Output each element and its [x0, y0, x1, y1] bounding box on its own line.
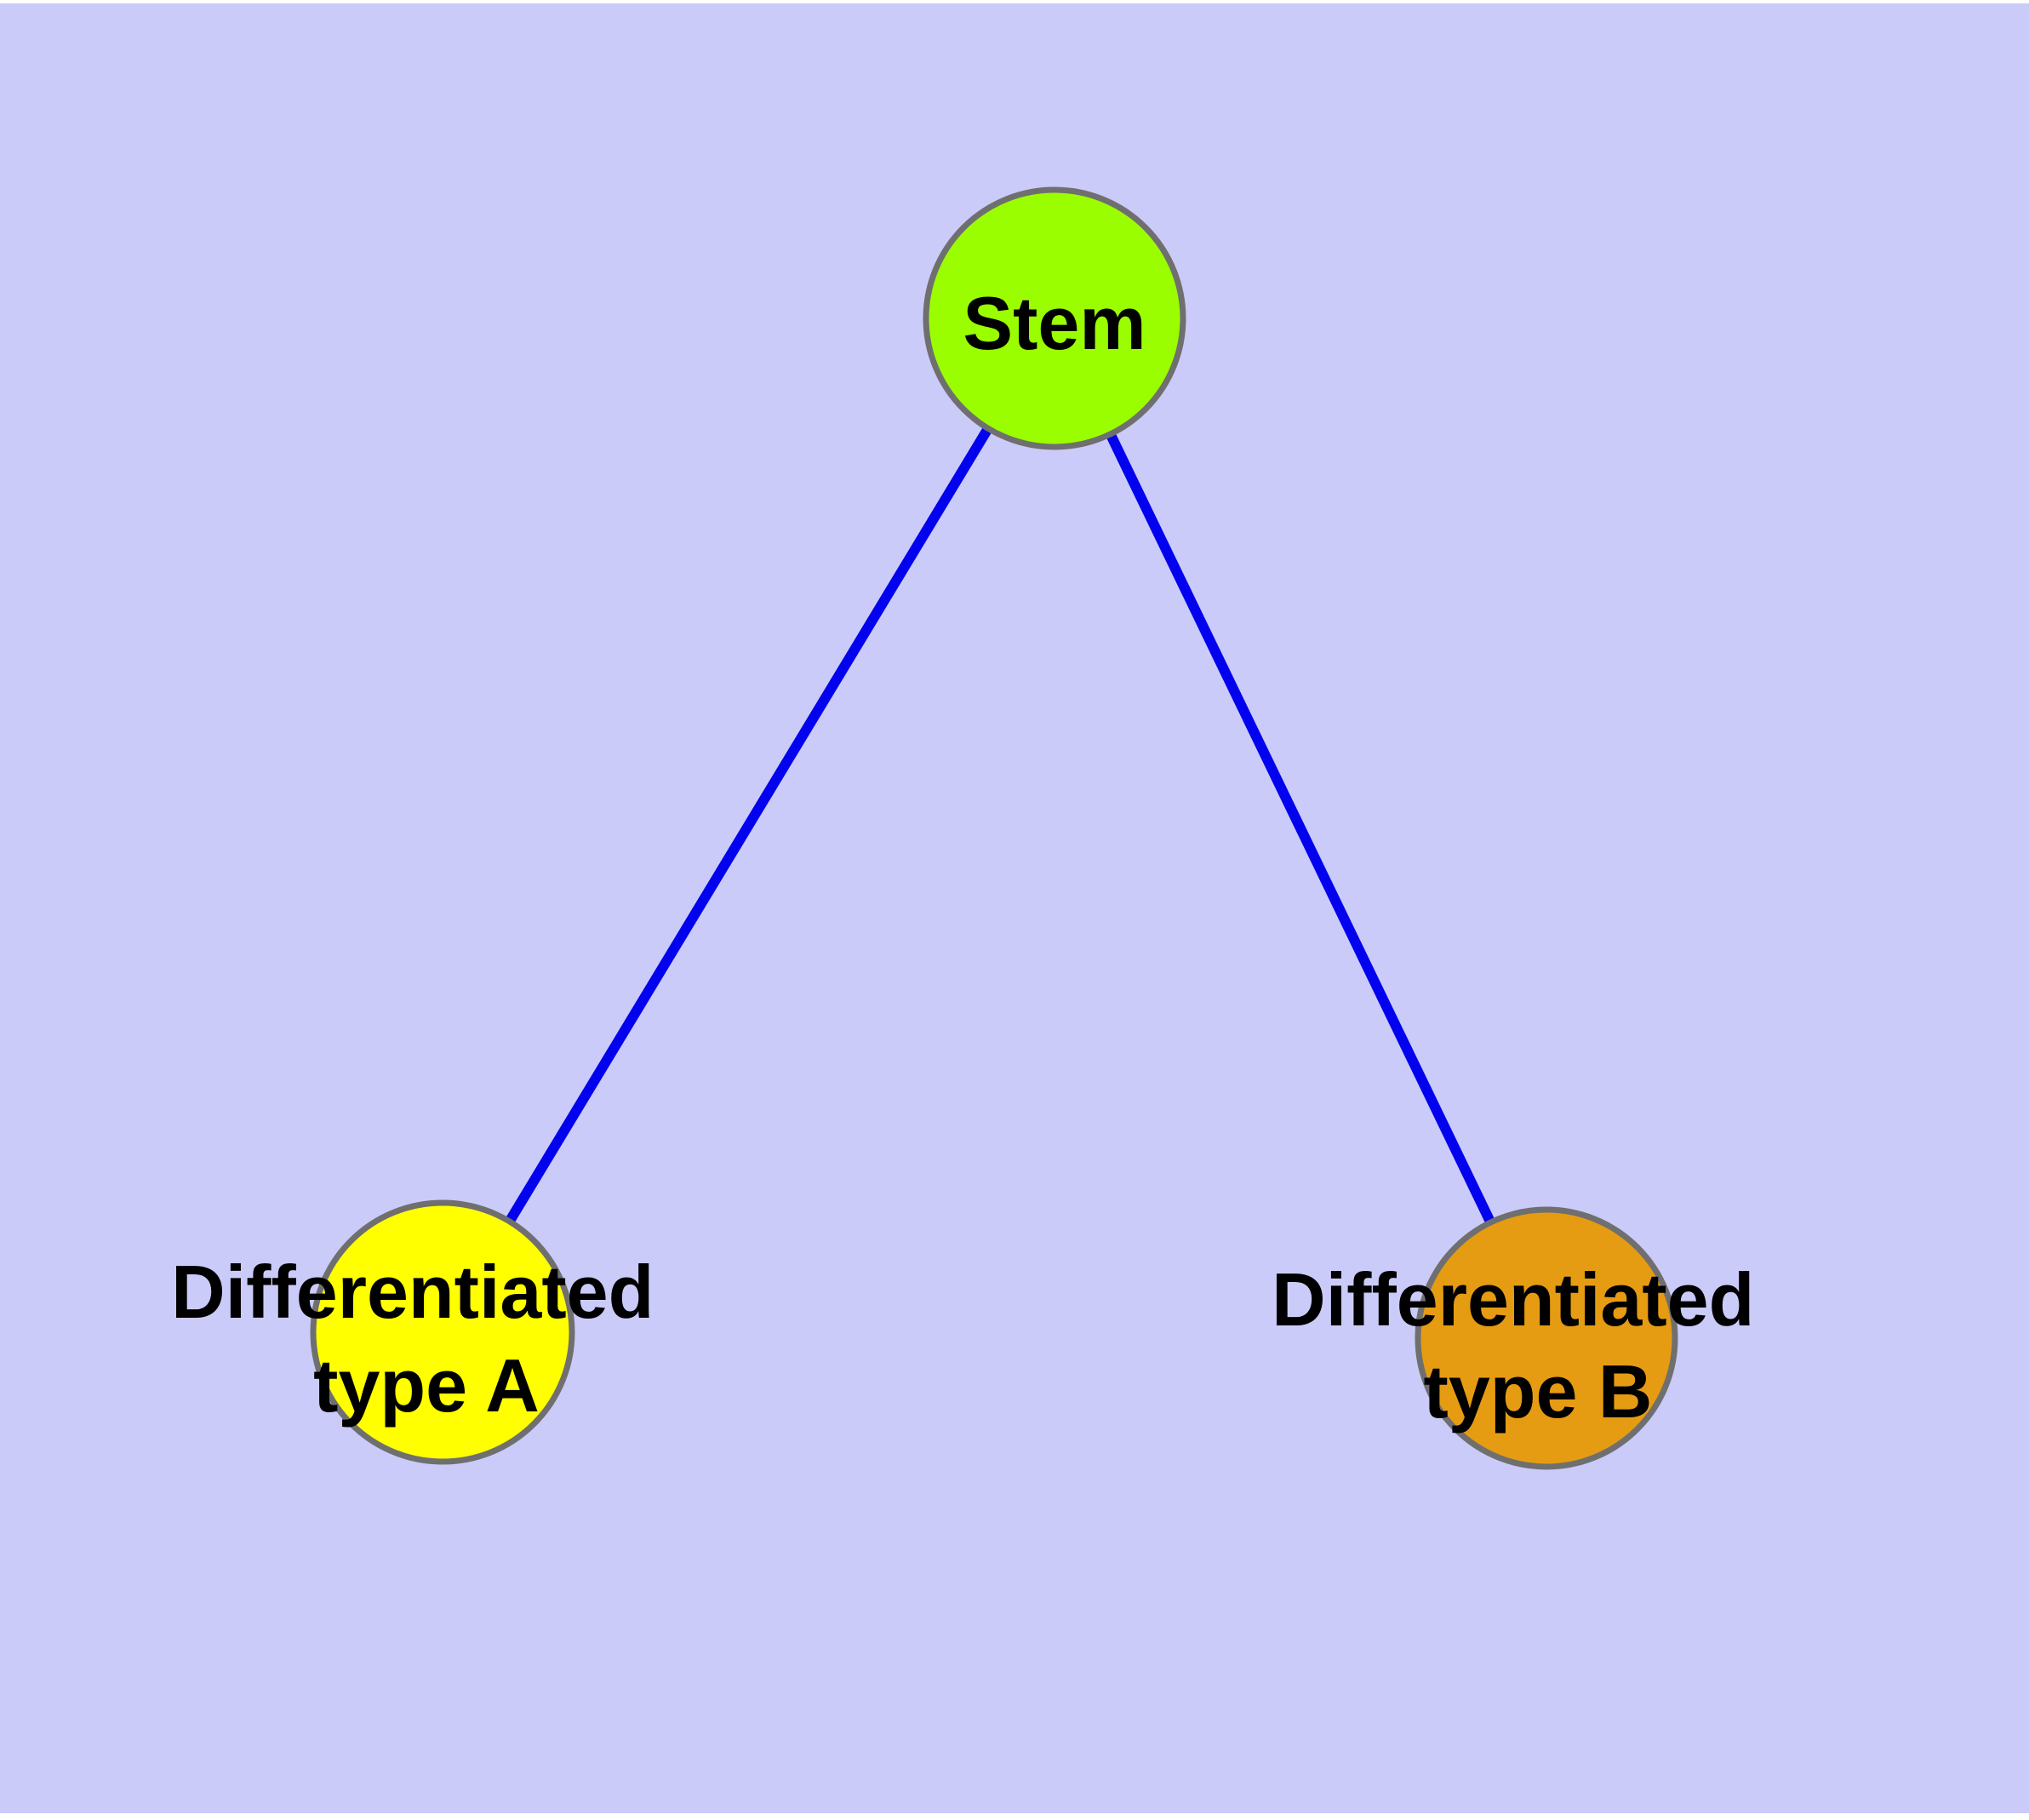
node-stem [923, 186, 1186, 450]
node-label-type-b-line2: type B [1424, 1349, 1653, 1434]
edge-stem-to-type-b [1049, 316, 1552, 1341]
node-label-stem-line1: Stem [963, 281, 1146, 365]
node-label-stem: Stem [963, 281, 1146, 365]
node-label-differentiated-type-b: Differentiated type B [1272, 1257, 1775, 1434]
node-label-type-a-line2: type A [313, 1343, 540, 1428]
node-differentiated-type-b [1415, 1206, 1678, 1470]
node-label-differentiated-type-a: Differentiated type A [171, 1250, 675, 1428]
node-differentiated-type-a [310, 1199, 575, 1465]
node-label-type-b-line1: Differentiated [1272, 1257, 1754, 1342]
node-label-type-a-line1: Differentiated [171, 1250, 654, 1334]
edge-stem-to-type-a [437, 315, 1060, 1336]
